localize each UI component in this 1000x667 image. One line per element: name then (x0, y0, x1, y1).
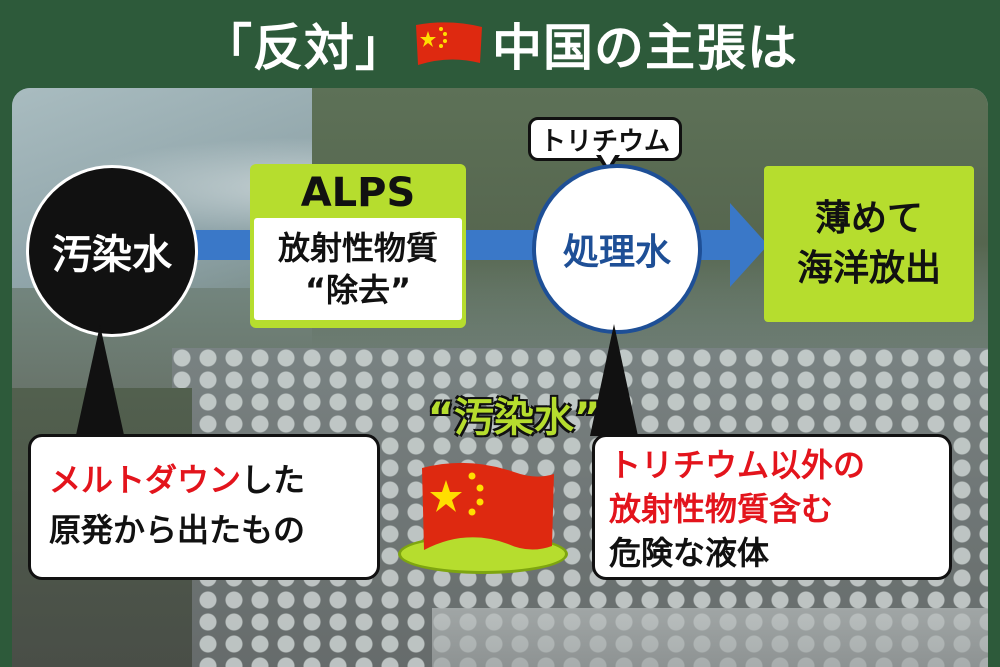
china-claim-left-box: メルトダウンした 原発から出たもの (28, 434, 380, 580)
china-contaminated-label: “汚染水” (404, 386, 624, 442)
alps-description: 放射性物質 “除去” (254, 218, 462, 320)
china-claim-right-box: トリチウム以外の 放射性物質含む 危険な液体 (592, 434, 952, 580)
right-claim-line1: トリチウム以外の (609, 446, 866, 484)
right-claim-line2: 放射性物質含む (609, 490, 834, 528)
flow-arrow-head-icon (730, 203, 768, 287)
alps-line2: “除去” (304, 271, 412, 309)
alps-title: ALPS (300, 170, 416, 216)
china-flag-icon (416, 22, 482, 65)
left-claim-rest: した (241, 461, 306, 499)
contaminated-water-circle: 汚染水 (26, 165, 198, 337)
china-flag-large-icon (422, 462, 554, 550)
ocean-release-box: 薄めて 海洋放出 (764, 166, 974, 322)
tritium-tag-tail-inner (599, 152, 617, 167)
treated-water-circle: 処理水 (532, 164, 702, 334)
tritium-tag-label: トリチウム (539, 126, 670, 157)
right-claim-line3: 危険な液体 (609, 534, 770, 572)
title-bar: 「反対」 中国の主張は (0, 0, 1000, 88)
alps-box: ALPS 放射性物質 “除去” (250, 164, 466, 328)
left-claim-red: メルトダウン (49, 461, 242, 499)
release-line1: 薄めて (814, 198, 923, 239)
bottom-buildings (432, 608, 988, 667)
release-line2: 海洋放出 (796, 248, 941, 289)
alps-line1: 放射性物質 (277, 229, 438, 267)
right-pointer (590, 324, 638, 436)
china-contaminated-text: “汚染水” (427, 395, 601, 441)
treated-water-label: 処理水 (562, 232, 671, 273)
title-part2: 中国の主張は (492, 19, 798, 77)
left-claim-line2: 原発から出たもの (49, 511, 306, 549)
title-part1: 「反対」 (202, 19, 406, 77)
contaminated-water-label: 汚染水 (52, 232, 172, 278)
left-claim-line1: メルトダウンした (49, 455, 377, 505)
left-pointer (76, 325, 124, 435)
